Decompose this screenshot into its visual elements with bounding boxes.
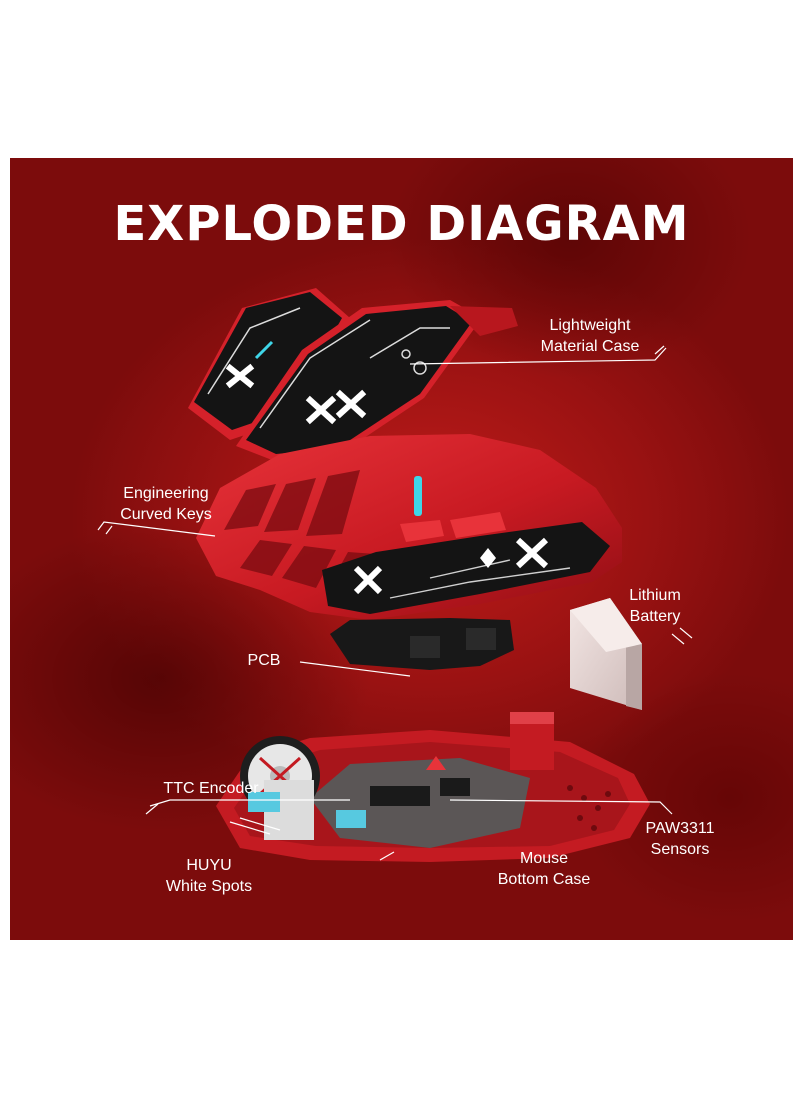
pcb-board	[330, 618, 514, 670]
label-line: TTC Encoder	[163, 780, 259, 797]
page-title: EXPLODED DIAGRAM	[113, 196, 690, 252]
bottom-case	[216, 712, 650, 862]
top-skin-parts	[188, 288, 518, 460]
label-lithium-battery: Lithium Battery	[610, 585, 700, 627]
lithium-battery	[570, 598, 642, 710]
label-engineering-curved-keys: Engineering Curved Keys	[106, 483, 226, 525]
label-line: Lithium	[629, 587, 681, 604]
label-mouse-bottom-case: Mouse Bottom Case	[484, 848, 604, 890]
label-line: White Spots	[165, 878, 253, 895]
label-line: PCB	[247, 652, 281, 669]
label-line: Material Case	[540, 338, 640, 355]
exploded-diagram-panel: EXPLODED DIAGRAM Lightweight Material Ca…	[10, 158, 793, 940]
mouse-exploded-illustration	[97, 288, 693, 862]
label-line: Bottom Case	[497, 871, 591, 888]
label-line: Battery	[629, 608, 681, 625]
label-line: PAW3311	[645, 820, 715, 837]
label-line: Mouse	[519, 850, 569, 867]
main-shell	[196, 434, 622, 620]
label-paw3311-sensors: PAW3311 Sensors	[630, 818, 730, 860]
leader-lines	[97, 345, 693, 861]
label-line: Curved Keys	[120, 506, 212, 523]
label-line: Lightweight	[549, 317, 631, 334]
label-pcb: PCB	[234, 650, 294, 671]
label-ttc-encoder: TTC Encoder	[156, 778, 266, 799]
label-line: Engineering	[123, 485, 209, 502]
label-lightweight-material-case: Lightweight Material Case	[530, 315, 650, 357]
label-line: HUYU	[186, 857, 232, 874]
label-line: Sensors	[650, 841, 710, 858]
label-huyu-white-spots: HUYU White Spots	[154, 855, 264, 897]
